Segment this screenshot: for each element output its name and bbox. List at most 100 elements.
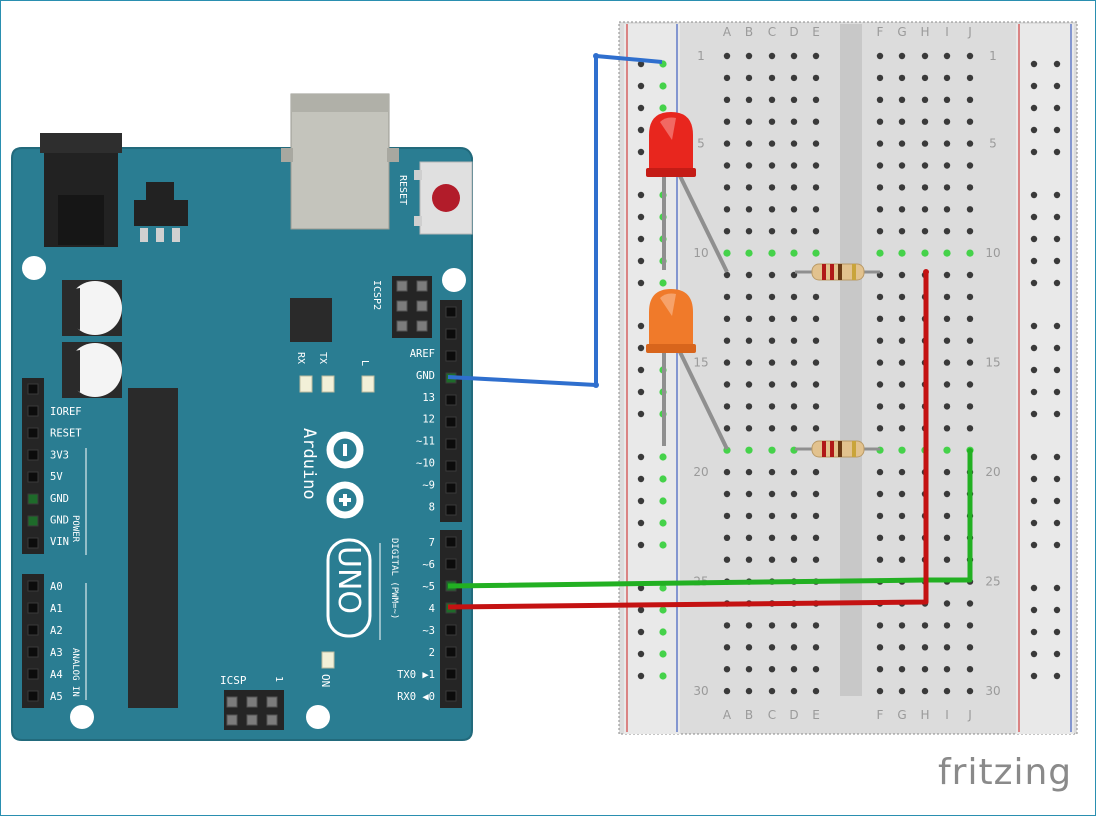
row-number: 20 — [985, 465, 1000, 479]
rail-hole — [1053, 344, 1061, 352]
header-pin — [27, 624, 39, 636]
icsp2-pin — [416, 320, 428, 332]
breadboard-hole — [768, 556, 776, 563]
breadboard-hole — [921, 118, 929, 125]
rail-hole — [659, 606, 667, 614]
breadboard-hole — [768, 446, 776, 454]
breadboard-hole — [768, 228, 776, 235]
breadboard-hole — [876, 74, 884, 82]
rail-hole — [1030, 213, 1038, 221]
breadboard-hole — [768, 293, 776, 301]
rail-hole — [1053, 410, 1061, 418]
on-led — [321, 651, 335, 669]
power-section-label: POWER — [70, 515, 80, 543]
breadboard-hole — [790, 96, 798, 104]
column-label: J — [967, 708, 972, 722]
icsp-pin — [246, 696, 258, 708]
breadboard-hole — [876, 381, 884, 388]
rail-hole — [1053, 584, 1061, 592]
rail-hole — [1030, 453, 1038, 461]
breadboard-hole — [723, 228, 731, 235]
column-label: J — [967, 25, 972, 39]
column-label: H — [920, 708, 929, 722]
breadboard-hole — [943, 490, 951, 498]
breadboard-hole — [876, 315, 884, 322]
breadboard-hole — [898, 644, 906, 651]
rail-hole — [1030, 410, 1038, 418]
mounting-hole — [442, 268, 466, 292]
breadboard-hole — [876, 293, 884, 301]
breadboard-hole — [966, 622, 974, 629]
rail-hole — [1030, 126, 1038, 134]
breadboard-hole — [723, 162, 731, 169]
breadboard-hole — [745, 534, 753, 541]
breadboard-hole — [723, 96, 731, 104]
breadboard-hole — [966, 600, 974, 607]
breadboard-hole — [790, 622, 798, 629]
power-header — [22, 378, 44, 554]
icsp-pin — [226, 696, 238, 708]
mounting-hole — [70, 705, 94, 729]
breadboard-hole — [943, 425, 951, 432]
breadboard-hole — [790, 403, 798, 410]
breadboard-hole — [745, 184, 753, 191]
header-pin — [445, 482, 457, 494]
breadboard-hole — [876, 162, 884, 169]
rail-hole — [1030, 497, 1038, 505]
rail-hole — [1030, 257, 1038, 265]
rail-hole — [659, 104, 667, 112]
breadboard-hole — [790, 425, 798, 432]
breadboard-hole — [768, 118, 776, 125]
reset-button[interactable] — [414, 161, 473, 235]
breadboard-hole — [768, 74, 776, 82]
breadboard-hole — [876, 140, 884, 147]
breadboard-hole — [768, 184, 776, 191]
rail-hole — [637, 628, 645, 636]
breadboard-hole — [943, 74, 951, 82]
breadboard-hole — [876, 687, 884, 695]
header-pin — [27, 646, 39, 658]
column-label: A — [723, 25, 732, 39]
power-pin-label: RESET — [50, 428, 82, 440]
breadboard-hole — [966, 425, 974, 432]
power-pin-label: GND — [50, 493, 69, 505]
breadboard-hole — [966, 74, 974, 82]
breadboard-hole — [768, 359, 776, 366]
digital-pin-label: ~11 — [416, 436, 435, 448]
column-label: I — [945, 708, 949, 722]
digital-pin-label: ~9 — [422, 479, 435, 491]
breadboard-hole — [745, 490, 753, 498]
rail-hole — [659, 497, 667, 505]
breadboard-hole — [812, 403, 820, 410]
rail-hole — [1030, 475, 1038, 483]
breadboard-hole — [812, 622, 820, 629]
column-label: D — [789, 25, 798, 39]
on-label: ON — [319, 674, 332, 687]
breadboard-hole — [790, 206, 798, 213]
breadboard-hole — [745, 403, 753, 410]
breadboard-hole — [723, 118, 731, 125]
breadboard-hole — [966, 687, 974, 695]
breadboard-hole — [943, 468, 951, 476]
breadboard-hole — [723, 666, 731, 673]
breadboard-hole — [943, 162, 951, 169]
breadboard-hole — [790, 490, 798, 498]
breadboard-hole — [943, 96, 951, 104]
breadboard-hole — [876, 96, 884, 104]
column-label: H — [920, 25, 929, 39]
breadboard-hole — [921, 96, 929, 104]
breadboard-hole — [921, 206, 929, 213]
breadboard-hole — [790, 74, 798, 82]
header-pin — [445, 624, 457, 636]
breadboard-hole — [812, 687, 820, 695]
arduino-logo-text: Arduino — [299, 428, 319, 500]
breadboard-hole — [723, 337, 731, 344]
wire-blue-gnd — [447, 54, 663, 387]
breadboard-hole — [745, 206, 753, 213]
breadboard-hole — [790, 468, 798, 476]
breadboard-hole — [723, 381, 731, 388]
tx-led — [321, 375, 335, 393]
led-top-anode-leg — [678, 175, 729, 273]
breadboard-hole — [790, 52, 798, 60]
breadboard-hole — [966, 118, 974, 125]
